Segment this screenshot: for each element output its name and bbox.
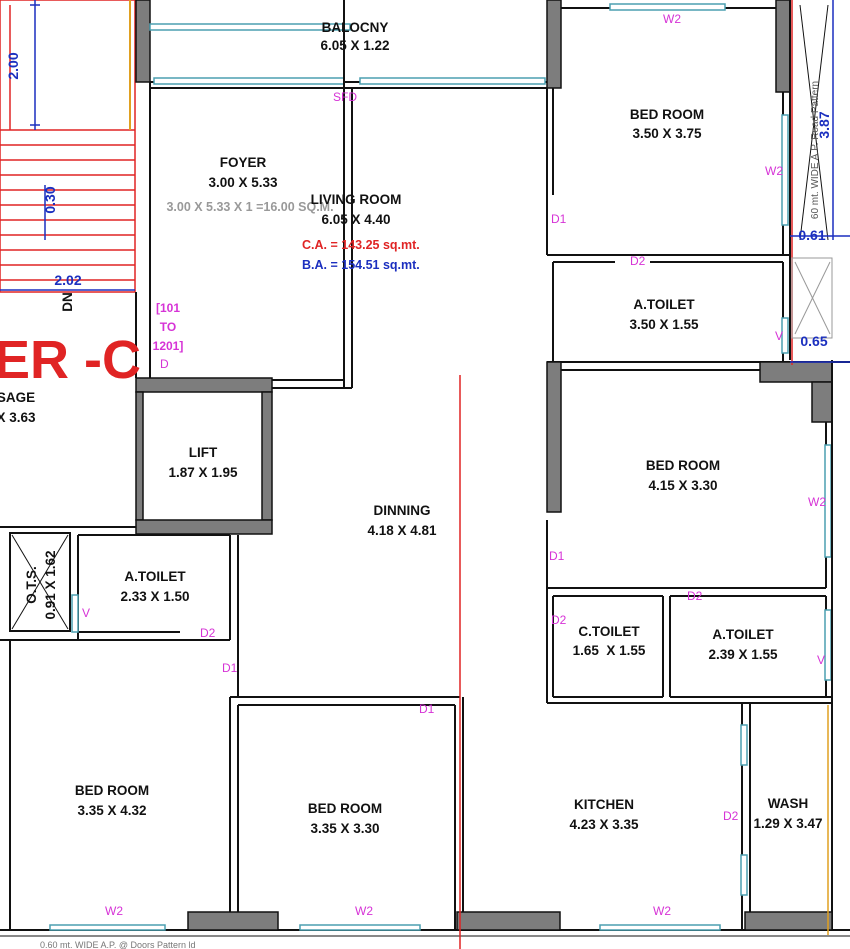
bed-top-right-name: BED ROOM <box>630 107 704 122</box>
atoilet-right-name: A.TOILET <box>712 627 774 642</box>
foyer-area-calc: 3.00 X 5.33 X 1 =16.00 SQ.M. <box>166 200 333 214</box>
ots-name: O.T.S. <box>24 566 39 604</box>
atoilet-top-right-name: A.TOILET <box>633 297 695 312</box>
carpet-area: C.A. = 143.25 sq.mt. <box>302 238 420 252</box>
vertical-road-note: 60 mt. WIDE A.P. Road Pattern <box>810 81 821 219</box>
mark-d1-bed-mid-bottom: D1 <box>419 702 435 716</box>
mark-sfd: SFD <box>333 90 357 104</box>
atoilet-left-size: 2.33 X 1.50 <box>120 589 189 604</box>
mark-v-atoilet-left: V <box>82 606 90 620</box>
right-dims <box>790 0 850 363</box>
mark-w2-bed-top: W2 <box>765 164 783 178</box>
ots-size: 0.91 X 1.62 <box>43 550 58 619</box>
mark-d2-atoilet-left: D2 <box>200 626 216 640</box>
ctoilet-size: 1.65 X 1.55 <box>573 643 646 658</box>
bed-top-right-size: 3.50 X 3.75 <box>632 126 702 141</box>
dinning-size: 4.18 X 4.81 <box>367 523 437 538</box>
mark-d1-bed-mid: D1 <box>549 549 565 563</box>
passage-size: X 3.63 <box>0 410 36 425</box>
stair-dim-2-02: 2.02 <box>54 272 81 288</box>
atoilet-top-right-size: 3.50 X 1.55 <box>629 317 699 332</box>
atoilet-left-name: A.TOILET <box>124 569 186 584</box>
mark-d1-bed-left: D1 <box>222 661 238 675</box>
mark-w2-top: W2 <box>663 12 681 26</box>
balcony-size: 6.05 X 1.22 <box>320 38 389 53</box>
kitchen-name: KITCHEN <box>574 797 634 812</box>
staircase <box>0 0 136 293</box>
living-size: 6.05 X 4.40 <box>321 212 390 227</box>
kitchen-size: 4.23 X 3.35 <box>569 817 639 832</box>
mark-d2-atoilet-top: D2 <box>630 254 646 268</box>
mark-w2-bottom-right: W2 <box>653 904 671 918</box>
dinning-name: DINNING <box>374 503 431 518</box>
dim-3-87: 3.87 <box>816 111 832 138</box>
built-area: B.A. = 154.51 sq.mt. <box>302 258 420 272</box>
mark-v-atoilet-top: V <box>775 329 783 343</box>
stair-dn-label: DN <box>60 292 75 312</box>
tower-label: ER -C <box>0 330 141 390</box>
wash-size: 1.29 X 3.47 <box>753 816 822 831</box>
foyer-size: 3.00 X 5.33 <box>208 175 278 190</box>
mark-v-atoilet-right: V <box>817 653 825 667</box>
floor-range-3: 1201] <box>153 339 184 353</box>
mark-d1-bed-top: D1 <box>551 212 567 226</box>
living-name: LIVING ROOM <box>311 192 402 207</box>
floor-range-2: TO <box>160 320 176 334</box>
stair-dim-0-30: 0.30 <box>42 186 58 213</box>
atoilet-right-size: 2.39 X 1.55 <box>708 647 778 662</box>
mark-d2-ctoilet: D2 <box>551 613 567 627</box>
bed-mid-right-name: BED ROOM <box>646 458 720 473</box>
bed-bottom-left-name: BED ROOM <box>75 783 149 798</box>
bed-bottom-left-size: 3.35 X 4.32 <box>77 803 146 818</box>
floor-range-1: [101 <box>156 301 180 315</box>
bottom-road-note: 0.60 mt. WIDE A.P. @ Doors Pattern ld <box>40 940 196 949</box>
mark-w2-bottom-left: W2 <box>105 904 123 918</box>
mark-w2-bed-mid: W2 <box>808 495 826 509</box>
stair-dim-2-00: 2.00 <box>5 52 21 79</box>
dim-0-61: 0.61 <box>798 227 825 243</box>
dim-0-65: 0.65 <box>800 333 827 349</box>
mark-d2-atoilet-right: D2 <box>687 589 703 603</box>
bed-mid-right-size: 4.15 X 3.30 <box>648 478 717 493</box>
foyer-name: FOYER <box>220 155 267 170</box>
wash-name: WASH <box>768 796 809 811</box>
lift-size: 1.87 X 1.95 <box>168 465 238 480</box>
mark-d-foyer: D <box>160 357 169 371</box>
bed-bottom-mid-size: 3.35 X 3.30 <box>310 821 379 836</box>
passage-name: SAGE <box>0 390 35 405</box>
bed-bottom-mid-name: BED ROOM <box>308 801 382 816</box>
mark-w2-bottom-mid: W2 <box>355 904 373 918</box>
balcony-name: BALOCNY <box>322 20 389 35</box>
lift-name: LIFT <box>189 445 218 460</box>
ctoilet-name: C.TOILET <box>578 624 640 639</box>
mark-d2-wash: D2 <box>723 809 739 823</box>
